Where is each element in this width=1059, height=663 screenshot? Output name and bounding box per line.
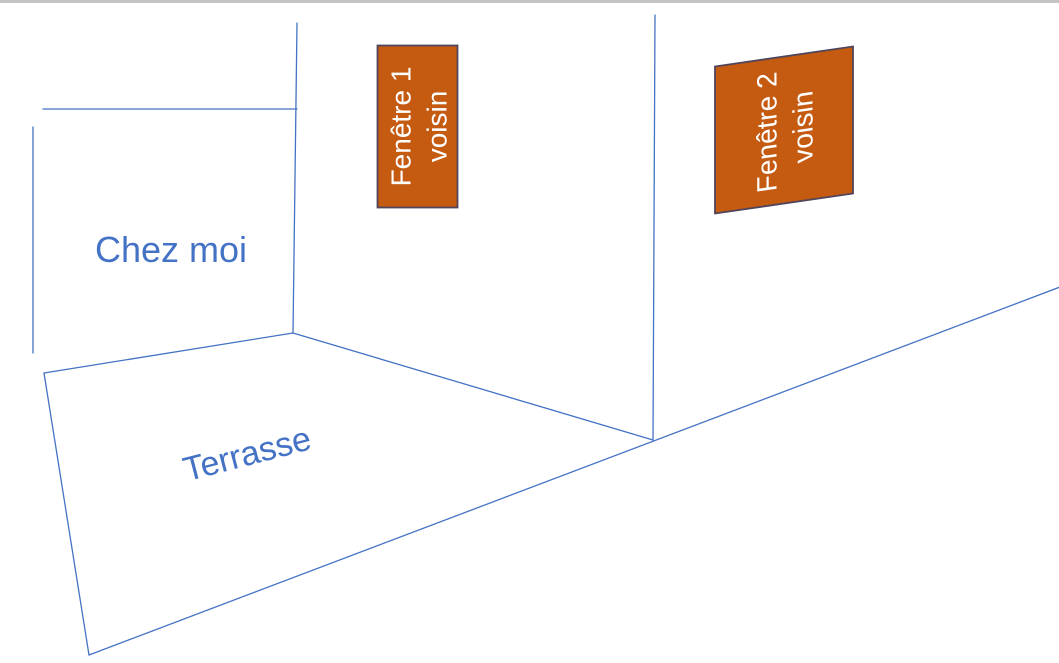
window-2-label-line-2[interactable]: voisin [788, 89, 819, 165]
window-1: Fenêtre 1 voisin [376, 44, 459, 209]
window-2-label-line-1[interactable]: Fenêtre 2 [752, 70, 783, 194]
terrace-label[interactable]: Terrasse [179, 420, 315, 490]
slide-top-border [0, 0, 1059, 3]
home-label[interactable]: Chez moi [95, 229, 247, 270]
window-2-shape[interactable] [714, 45, 854, 215]
window-1-label-line-1[interactable]: Fenêtre 1 [386, 67, 417, 187]
window-2: Fenêtre 2 voisin [714, 45, 854, 215]
window-1-label-line-2[interactable]: voisin [422, 91, 453, 163]
middle-wall-base-line [292, 332, 654, 441]
wall-corner-line-2 [652, 14, 656, 441]
ground-line [88, 286, 1059, 656]
terrace-top-edge-line [43, 332, 294, 374]
wall-corner-line-1 [292, 22, 298, 334]
window-1-shape[interactable] [376, 44, 459, 209]
terrace-left-edge-line [43, 372, 90, 656]
